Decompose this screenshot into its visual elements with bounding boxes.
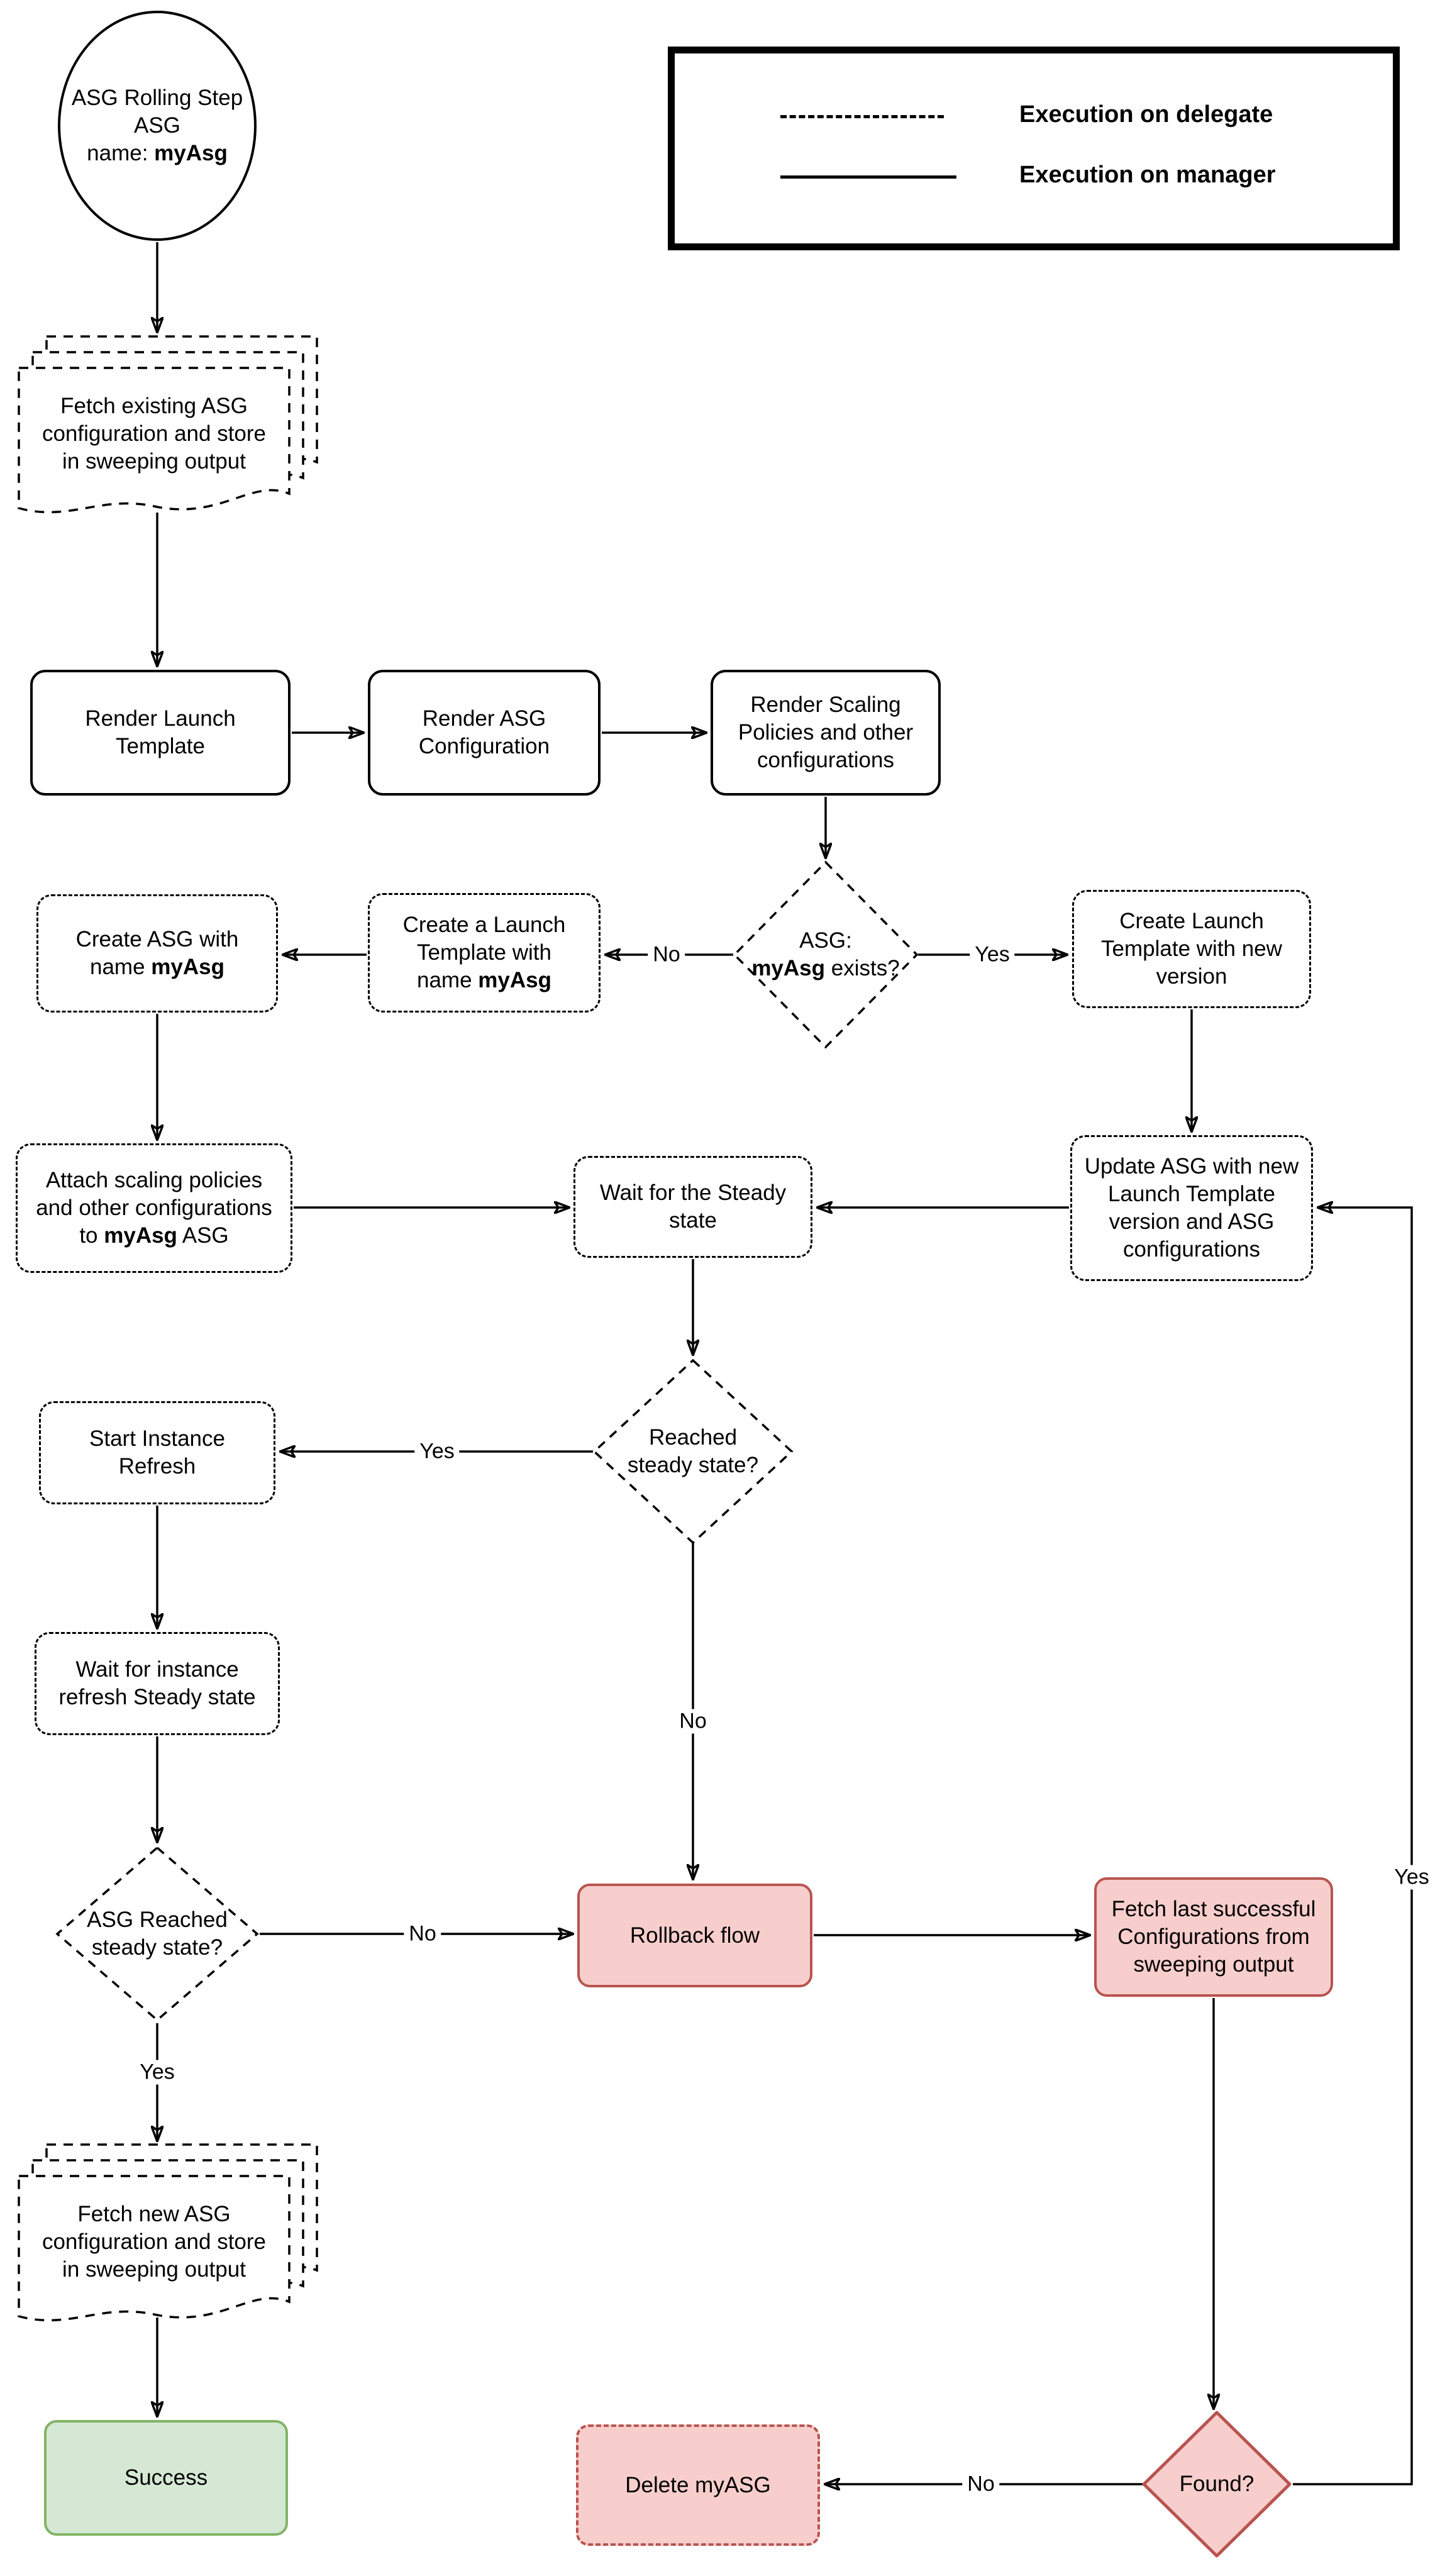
- node-start: ASG Rolling Step ASG name: myAsg: [58, 11, 257, 241]
- node-start-line1: ASG Rolling Step: [71, 86, 243, 110]
- node-asg-reached-steady-decision: ASG Reached steady state?: [55, 1846, 259, 2022]
- diamond-shape: [1142, 2411, 1292, 2558]
- node-asg-exists-decision: ASG: myAsg exists?: [733, 860, 919, 1049]
- edge-found-yes: [1293, 1208, 1413, 2485]
- node-attach-scaling-policies: Attach scaling policies and other config…: [16, 1143, 292, 1273]
- node-wait-steady-state: Wait for the Steady state: [573, 1156, 812, 1258]
- node-start-line2: ASG: [134, 113, 180, 138]
- node-fetch-last-successful: Fetch last successful Configurations fro…: [1094, 1877, 1333, 1997]
- edge-label-found-yes: Yes: [1389, 1865, 1434, 1890]
- node-start-line3: name: myAsg: [87, 141, 228, 165]
- diamond-shape: [733, 860, 919, 1049]
- diamond-shape: [592, 1358, 794, 1545]
- node-success: Success: [44, 2420, 288, 2536]
- legend-delegate-label: Execution on delegate: [1019, 101, 1273, 128]
- legend-manager-label: Execution on manager: [1019, 162, 1276, 188]
- node-delete-myasg: Delete myASG: [576, 2424, 820, 2546]
- dashed-line-swatch: [780, 115, 944, 118]
- document-shape: [18, 2143, 318, 2322]
- solid-line-swatch: [780, 175, 956, 179]
- node-render-launch-template: Render Launch Template: [30, 670, 291, 796]
- legend: Execution on delegate Execution on manag…: [668, 47, 1400, 250]
- node-fetch-existing-line1: Fetch existing ASG: [60, 394, 248, 418]
- node-reached-steady-decision: Reached steady state?: [592, 1358, 794, 1545]
- edge-label-asg-reached-no: No: [404, 1921, 441, 1946]
- edge-label-reached-yes: Yes: [414, 1439, 460, 1464]
- node-found-decision: Found?: [1141, 2410, 1292, 2558]
- edge-label-reached-no: No: [674, 1709, 712, 1734]
- node-rollback-flow: Rollback flow: [577, 1884, 812, 1987]
- edge-label-exists-yes: Yes: [970, 942, 1015, 967]
- node-render-scaling-policies: Render Scaling Policies and other config…: [711, 670, 941, 796]
- node-fetch-existing-line3: in sweeping output: [62, 449, 246, 474]
- node-fetch-existing-config: Fetch existing ASG configuration and sto…: [13, 327, 333, 528]
- edge-label-asg-reached-yes: Yes: [135, 2060, 180, 2085]
- node-wait-instance-refresh: Wait for instance refresh Steady state: [35, 1632, 280, 1735]
- node-fetch-existing-line2: configuration and store: [42, 421, 267, 446]
- document-shape: [18, 335, 318, 514]
- node-render-asg-configuration: Render ASG Configuration: [368, 670, 601, 796]
- diamond-shape: [55, 1846, 259, 2022]
- node-fetch-new-config: Fetch new ASG configuration and store in…: [13, 2135, 333, 2336]
- node-create-launch-template-new-version: Create Launch Template with new version: [1072, 890, 1311, 1008]
- edge-label-found-no: No: [962, 2472, 1000, 2497]
- node-create-launch-template-named: Create a Launch Template with name myAsg: [368, 893, 601, 1013]
- edge-label-exists-no: No: [648, 942, 685, 967]
- node-update-asg: Update ASG with new Launch Template vers…: [1070, 1135, 1313, 1281]
- node-start-instance-refresh: Start Instance Refresh: [39, 1401, 275, 1504]
- node-create-asg: Create ASG with name myAsg: [36, 894, 278, 1013]
